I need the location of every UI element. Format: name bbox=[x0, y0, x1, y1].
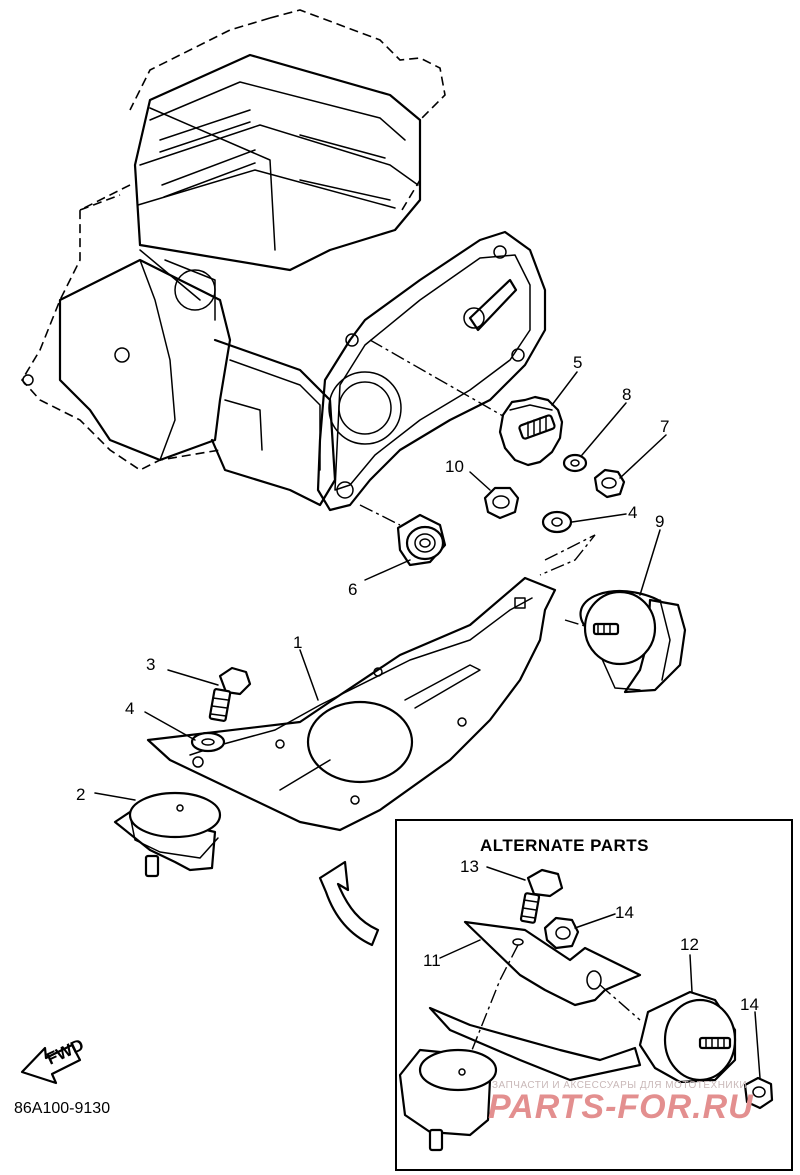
alternate-parts-title: ALTERNATE PARTS bbox=[480, 836, 649, 855]
callout-leaders bbox=[94, 371, 761, 1079]
alt-part-12-rubber-mount bbox=[638, 990, 737, 1084]
part-4-washer-lower bbox=[190, 731, 226, 753]
drawing-code: 86A100-9130 bbox=[14, 1100, 111, 1117]
watermark-tagline: ЗАПЧАСТИ И АКСЕССУАРЫ ДЛЯ МОТОТЕХНИКИ bbox=[492, 1080, 748, 1091]
callout-4-lower: 4 bbox=[125, 699, 134, 718]
callout-6: 6 bbox=[348, 580, 357, 599]
callout-3: 3 bbox=[146, 655, 155, 674]
callout-12: 12 bbox=[680, 935, 699, 954]
callout-14-lower: 14 bbox=[740, 995, 759, 1014]
callout-11: 11 bbox=[423, 951, 441, 970]
alt-part-14-nut-lower bbox=[743, 1076, 774, 1110]
callout-1: 1 bbox=[293, 633, 302, 652]
part-10-nut bbox=[483, 486, 520, 520]
callout-7: 7 bbox=[660, 417, 669, 436]
part-1-bracket bbox=[146, 576, 557, 832]
callout-9: 9 bbox=[655, 512, 664, 531]
alignment-line-4 bbox=[539, 534, 596, 576]
fwd-badge: FWD bbox=[20, 1035, 87, 1085]
direction-arrow bbox=[318, 860, 380, 947]
callout-8: 8 bbox=[622, 385, 631, 404]
alt-part-14-nut-upper bbox=[543, 916, 580, 950]
part-5-flange bbox=[498, 395, 564, 467]
part-2-damper bbox=[113, 791, 222, 878]
callout-13: 13 bbox=[460, 857, 479, 876]
part-7-nut bbox=[593, 468, 626, 499]
alignment-line-6 bbox=[359, 504, 401, 526]
alt-part-13-bolt bbox=[519, 868, 564, 924]
part-8-washer bbox=[562, 453, 588, 473]
watermark-logo: PARTS-FOR.RU bbox=[488, 1088, 754, 1126]
engine-block bbox=[21, 9, 547, 512]
callout-10: 10 bbox=[445, 457, 464, 476]
alternate-parts-box bbox=[395, 819, 793, 1171]
alt-damper bbox=[398, 1048, 498, 1152]
alignment-line-5 bbox=[369, 339, 511, 421]
part-4-washer-upper bbox=[541, 510, 573, 534]
callout-4-upper: 4 bbox=[628, 503, 637, 522]
alt-alignment-line-b bbox=[599, 984, 641, 1021]
alt-alignment-line-a bbox=[461, 944, 519, 1076]
callout-5: 5 bbox=[573, 353, 582, 372]
callout-14-upper: 14 bbox=[615, 903, 634, 922]
part-9-rubber-mount bbox=[579, 589, 687, 694]
callout-2: 2 bbox=[76, 785, 85, 804]
part-3-bolt bbox=[208, 666, 252, 722]
part-6-bushing bbox=[396, 513, 447, 567]
